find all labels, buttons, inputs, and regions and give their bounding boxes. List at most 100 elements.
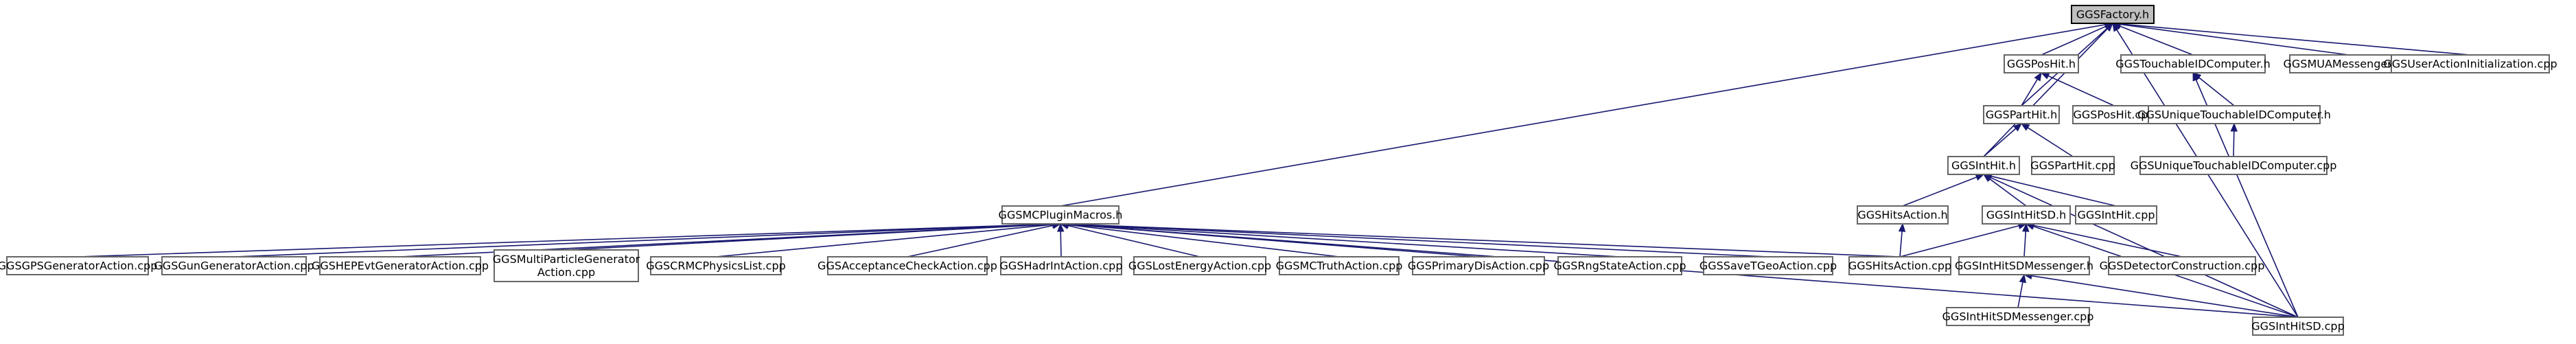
node-box (1557, 256, 1682, 275)
node-gps[interactable]: GGSGPSGeneratorAction.cpp (0, 256, 157, 275)
node-label: GGSPartHit.cpp (2030, 159, 2115, 172)
node-uniq-cpp[interactable]: GGSUniqueTouchableIDComputer.cpp (2131, 156, 2337, 175)
node-label: GGSMUAMessenger.cpp (2283, 58, 2414, 71)
node-poshit-h[interactable]: GGSPosHit.h (2004, 54, 2079, 73)
node-hitsaction-h[interactable]: GGSHitsAction.h (1857, 205, 1949, 225)
edge-inthitsd_cpp-to-inthit_h (1982, 174, 2299, 318)
node-inthit-h[interactable]: GGSIntHit.h (1947, 156, 2020, 175)
node-gun[interactable]: GGSGunGeneratorAction.cpp (154, 256, 314, 275)
arrow-head (2019, 273, 2027, 284)
edge-line (2033, 225, 2183, 257)
node-acccheck[interactable]: GGSAcceptanceCheckAction.cpp (817, 256, 997, 275)
node-label: GGSHitsAction.cpp (1848, 260, 1951, 273)
arrow-head (2020, 123, 2030, 131)
node-label: GGSUniqueTouchableIDComputer.h (2137, 108, 2331, 122)
node-inthit-cpp[interactable]: GGSIntHit.cpp (2075, 205, 2157, 225)
edge-line (2027, 127, 2074, 157)
node-box (1982, 205, 2071, 225)
node-box (494, 249, 639, 282)
node-label: GGSPosHit.cpp (2073, 108, 2155, 122)
arrow-head (2012, 123, 2022, 132)
edge-line (1990, 176, 2299, 318)
node-box (2071, 5, 2155, 24)
node-box (1958, 256, 2090, 275)
node-parthit-h[interactable]: GGSPartHit.h (1983, 105, 2060, 124)
node-detconst[interactable]: GGSDetectorConstruction.cpp (2100, 256, 2265, 275)
edge-line (907, 225, 1054, 257)
node-lostenergy[interactable]: GGSLostEnergyAction.cpp (1128, 256, 1271, 275)
edge-hitsaction_h-to-inthit_h (1902, 174, 1985, 207)
node-savetgeo[interactable]: GGSSaveTGeoAction.cpp (1699, 256, 1837, 275)
node-box (1000, 256, 1122, 275)
node-label: Action.cpp (537, 266, 595, 279)
edge-line (1067, 224, 1340, 257)
node-primdis[interactable]: GGSPrimaryDisAction.cpp (1408, 256, 1549, 275)
edge-line (1060, 231, 1062, 257)
node-box (1001, 205, 1119, 225)
node-inthitsd-cpp[interactable]: GGSIntHitSD.cpp (2251, 317, 2345, 336)
edge-line (715, 224, 1054, 257)
edge-detconst-to-inthitsd_h (2025, 222, 2183, 257)
node-touchable-h[interactable]: GGSTouchableIDComputer.h (2115, 54, 2271, 73)
node-parthit-cpp[interactable]: GGSPartHit.cpp (2030, 156, 2115, 175)
node-hitsaction-cpp[interactable]: GGSHitsAction.cpp (1848, 256, 1951, 275)
node-label: GGSPrimaryDisAction.cpp (1408, 260, 1549, 273)
node-box (2075, 205, 2157, 225)
edge-hitsaction_cpp-to-inthitsd_h (1899, 222, 2028, 257)
node-inthitsd-h[interactable]: GGSIntHitSD.h (1982, 205, 2071, 225)
node-label: GGSIntHitSDMessenger.cpp (1942, 310, 2094, 323)
node-label: GGSTouchableIDComputer.h (2115, 58, 2270, 71)
node-box (1848, 256, 1951, 275)
node-box (1857, 205, 1949, 225)
node-uniq-h[interactable]: GGSUniqueTouchableIDComputer.h (2137, 105, 2331, 124)
node-label: GGSLostEnergyAction.cpp (1128, 260, 1271, 273)
node-box (2139, 156, 2328, 175)
node-hadrint[interactable]: GGSHadrIntAction.cpp (1000, 256, 1123, 275)
node-sdmessenger-h[interactable]: GGSIntHitSDMessenger.h (1955, 256, 2093, 275)
edge-line (1902, 176, 1977, 207)
arrow-head (2034, 71, 2042, 82)
edge-line (2041, 25, 2107, 56)
edge-inthit_h-to-factory (1983, 23, 2113, 157)
edge-line (2120, 23, 2471, 56)
edge-userinit-to-factory (2111, 20, 2471, 56)
node-box (650, 256, 782, 275)
node-poshit-cpp[interactable]: GGSPosHit.cpp (2072, 105, 2156, 124)
node-box (2031, 156, 2115, 175)
node-box (2148, 105, 2321, 124)
node-label: GGSUniqueTouchableIDComputer.cpp (2131, 159, 2337, 172)
edge-line (1067, 223, 1769, 257)
node-label: GGSFactory.h (2076, 8, 2149, 21)
edge-line (1067, 225, 1200, 257)
node-box (1947, 156, 2020, 175)
arrow-head (2040, 72, 2050, 80)
node-mctruth[interactable]: GGSMCTruthAction.cpp (1276, 256, 1403, 275)
edge-gun-to-mcplugin (233, 220, 1062, 257)
arrow-head (2192, 71, 2200, 82)
edge-line (77, 223, 1054, 257)
edge-line (233, 223, 1054, 257)
node-mcplugin[interactable]: GGSMCPluginMacros.h (999, 205, 1123, 225)
node-box (2120, 54, 2266, 73)
node-mua[interactable]: GGSMUAMessenger.cpp (2283, 54, 2415, 73)
node-label: GGSHitsAction.h (1857, 209, 1947, 222)
edge-line (1983, 128, 2017, 157)
edge-poshit_cpp-to-poshit_h (2040, 72, 2115, 106)
node-hepevt[interactable]: GGSHEPEvtGeneratorAction.cpp (312, 256, 489, 275)
node-box (2004, 54, 2079, 73)
node-label: GGSMCPluginMacros.h (999, 209, 1123, 222)
edge-line (2031, 275, 2299, 318)
node-label: GGSIntHitSD.h (1986, 209, 2067, 222)
node-box (1983, 105, 2060, 124)
edge-line (1899, 231, 1903, 257)
node-rngstate[interactable]: GGSRngStateAction.cpp (1553, 256, 1686, 275)
edge-line (1067, 224, 2299, 318)
node-sdmessenger-cpp[interactable]: GGSIntHitSDMessenger.cpp (1942, 307, 2094, 326)
node-userinit[interactable]: GGSUserActionInitialization.cpp (2383, 54, 2557, 73)
node-physlist[interactable]: GGSCRMCPhysicsList.cpp (646, 256, 786, 275)
node-factory[interactable]: GGSFactory.h (2071, 5, 2155, 24)
edge-sdmessenger_cpp-to-sdmessenger_h (2017, 273, 2027, 308)
edge-parthit_h-to-poshit_h (2021, 71, 2042, 106)
